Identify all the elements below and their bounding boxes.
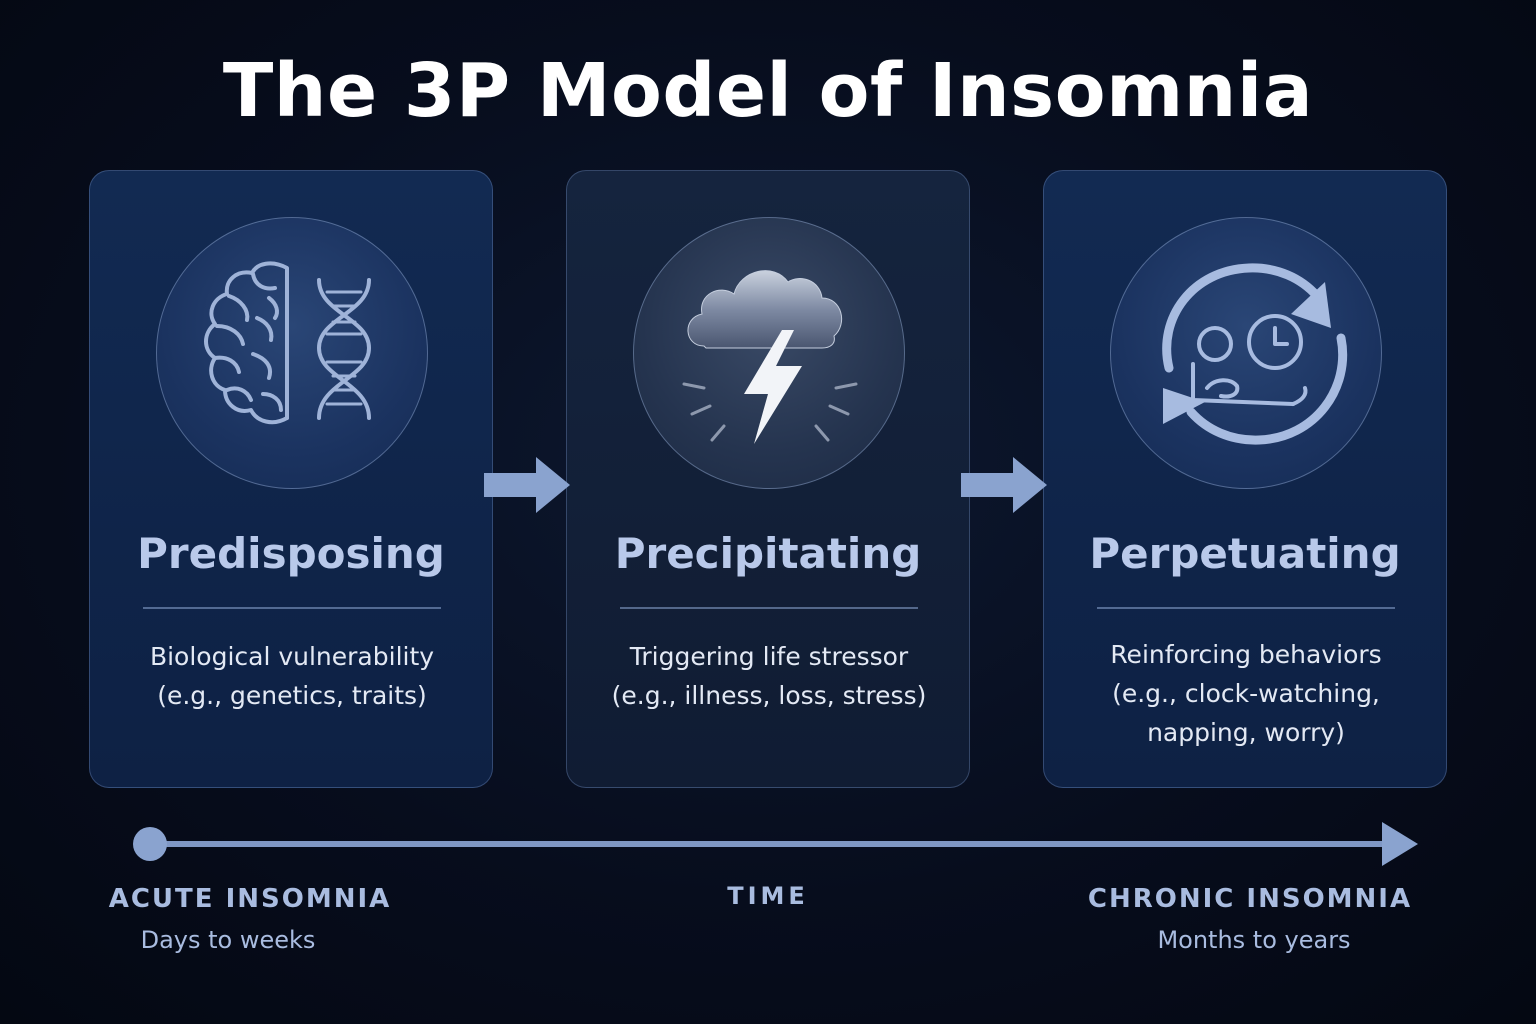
card-predisposing: Predisposing Biological vulnerability (e… [89,170,493,788]
description-line: (e.g., clock-watching, [1112,679,1380,708]
cycle-person-clock-icon [1162,263,1348,445]
timeline-end-label: CHRONIC INSOMNIA [1087,884,1413,914]
card-precipitating: Precipitating Triggering life stressor (… [566,170,970,788]
card-description: Triggering life stressor (e.g., illness,… [587,637,951,715]
description-line: Biological vulnerability [149,642,435,671]
description-line: Reinforcing behaviors [1110,640,1382,669]
icon-circle [156,217,428,489]
right-arrow-icon [484,457,570,513]
card-heading: Precipitating [614,529,922,578]
card-divider [143,607,441,609]
description-line: (e.g., illness, loss, stress) [611,681,927,710]
brain-dna-icon [204,261,372,425]
card-perpetuating: Perpetuating Reinforcing behaviors (e.g.… [1043,170,1447,788]
timeline-middle-label: TIME [727,882,809,910]
right-arrow-icon [961,457,1047,513]
icon-circle [1110,217,1382,489]
description-line: Triggering life stressor [629,642,909,671]
card-description: Biological vulnerability (e.g., genetics… [110,637,474,715]
card-divider [1097,607,1395,609]
timeline-end-arrowhead [1382,822,1418,866]
description-line: (e.g., genetics, traits) [157,681,427,710]
description-line: napping, worry) [1147,718,1345,747]
timeline-start-dot [133,827,167,861]
timeline-start-label: ACUTE INSOMNIA [108,884,392,914]
icon-circle [633,217,905,489]
timeline-end-sublabel: Months to years [1157,926,1351,954]
card-description: Reinforcing behaviors (e.g., clock-watch… [1064,635,1428,752]
page-title: The 3P Model of Insomnia [222,48,1314,134]
storm-cloud-lightning-icon [682,270,858,444]
card-heading: Predisposing [137,529,445,578]
card-divider [620,607,918,609]
timeline-start-sublabel: Days to weeks [140,926,316,954]
card-heading: Perpetuating [1089,529,1401,578]
